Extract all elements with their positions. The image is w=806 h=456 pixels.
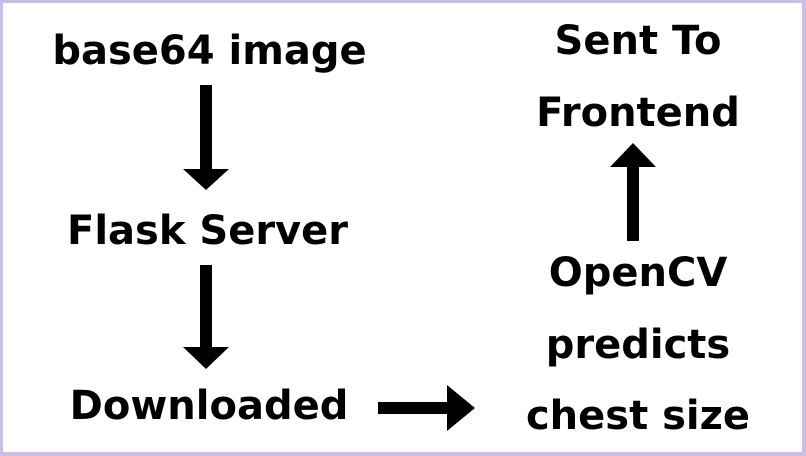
node-flask-server: Flask Server — [67, 208, 348, 254]
arrows-layer — [183, 85, 656, 431]
arrow-down-2 — [183, 265, 229, 369]
arrow-right — [378, 385, 475, 431]
node-base64-image: base64 image — [52, 28, 367, 74]
node-opencv-line-3: chest size — [525, 393, 751, 439]
arrow-up — [610, 143, 656, 241]
node-downloaded: Downloaded — [69, 383, 349, 429]
node-sent-to-line-1: Sent To — [554, 18, 722, 64]
node-opencv-line-2: predicts — [545, 322, 731, 368]
node-opencv-line-1: OpenCV — [548, 250, 728, 296]
arrow-down-1 — [183, 85, 229, 190]
node-sent-to-line-2: Frontend — [536, 90, 740, 136]
diagram-canvas: base64 image Flask Server Downloaded Ope… — [3, 3, 802, 452]
